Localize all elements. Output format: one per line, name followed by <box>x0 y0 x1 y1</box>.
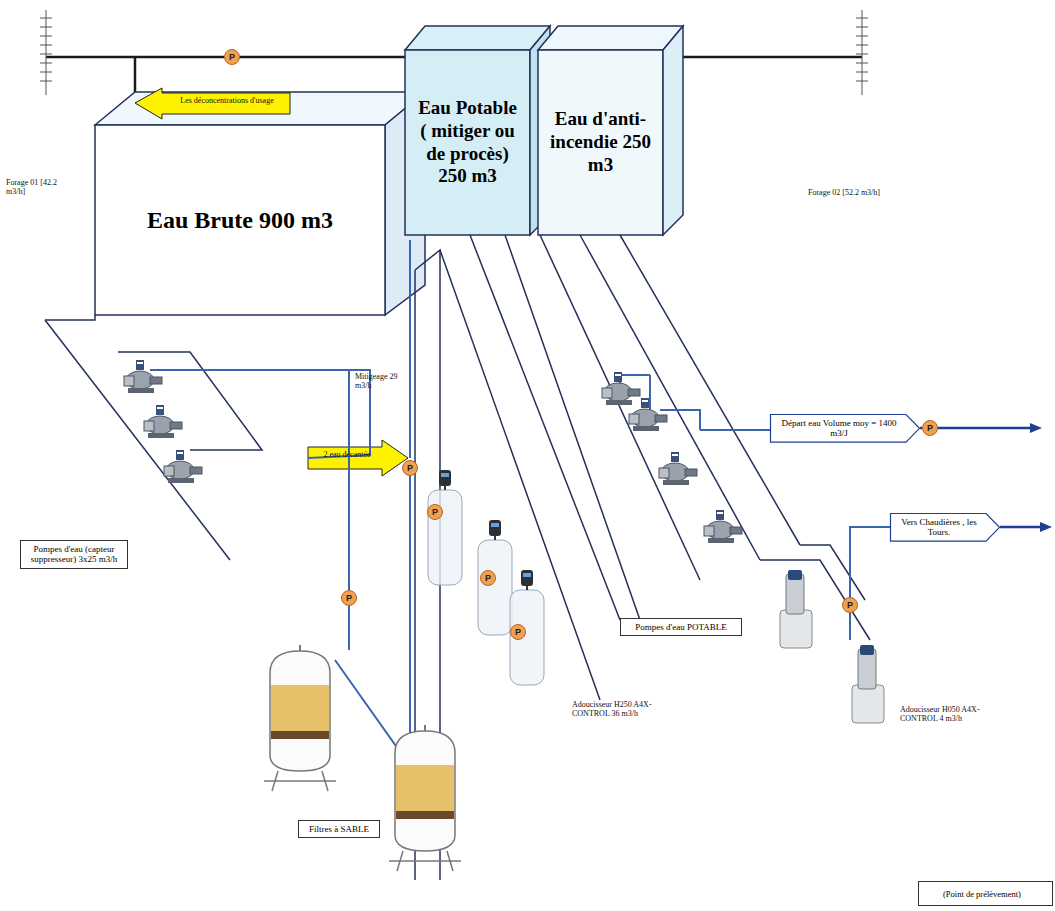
equipment-label: Adoucisseur H250 A4X-CONTROL 36 m3/h <box>572 700 652 718</box>
sampling-point-mark: P <box>402 460 418 476</box>
tank-label: Eau Potable ( mitiger ou de procès) 250 … <box>413 97 522 188</box>
well-label: Forage 02 [52.2 m3/h] <box>808 188 888 197</box>
sampling-point-mark: P <box>842 597 858 613</box>
box-label: Départ eau Volume moy = 1400 m3/J <box>776 418 902 439</box>
sampling-point-mark: P <box>427 504 443 520</box>
arrow-outline <box>771 414 920 442</box>
outlet-arrow-box: Départ eau Volume moy = 1400 m3/J <box>770 414 920 443</box>
filter-label-box: Filtres à SABLE <box>298 820 380 838</box>
arrow-label: Les déconcentrations d'usage <box>166 96 288 105</box>
tank-label: Eau Brute 900 m3 <box>147 206 333 235</box>
well-label: Forage 01 [42.2 m3/h] <box>6 178 68 196</box>
fire-water-tank: Eau d'anti-incendie 250 m3 <box>538 50 663 235</box>
equipment-label: Adoucisseur H050 A4X-CONTROL 4 m3/h <box>900 705 992 723</box>
sampling-point-mark: P <box>224 49 240 65</box>
tank-label: Eau d'anti-incendie 250 m3 <box>546 108 655 176</box>
box-label: Filtres à SABLE <box>309 824 369 834</box>
sampling-point-mark: P <box>922 420 938 436</box>
box-label: Pompes d'eau POTABLE <box>635 622 726 632</box>
sampling-point-mark: P <box>480 570 496 586</box>
sampling-point-mark: P <box>510 624 526 640</box>
box-label: Pompes d'eau (capteur suppresseur) 3x25 … <box>26 544 122 565</box>
pump-label-box: Pompes d'eau POTABLE <box>620 618 742 636</box>
legend-box: (Point de prélèvement) <box>918 881 1053 906</box>
outlet-arrow-box: Vers Chaudières , les Tours. <box>890 513 1000 542</box>
arrow-outline <box>891 513 1000 541</box>
potable-water-tank: Eau Potable ( mitiger ou de procès) 250 … <box>405 50 530 235</box>
sampling-point-mark: P <box>341 590 357 606</box>
flow-label: Mitigeage 29 m3/h <box>355 372 405 390</box>
raw-water-tank: Eau Brute 900 m3 <box>95 125 385 315</box>
arrow-label: 2 eau décantée <box>312 450 382 459</box>
pump-label-box: Pompes d'eau (capteur suppresseur) 3x25 … <box>20 540 128 569</box>
legend-text: (Point de prélèvement) <box>943 889 1021 899</box>
box-label: Vers Chaudières , les Tours. <box>896 517 982 538</box>
